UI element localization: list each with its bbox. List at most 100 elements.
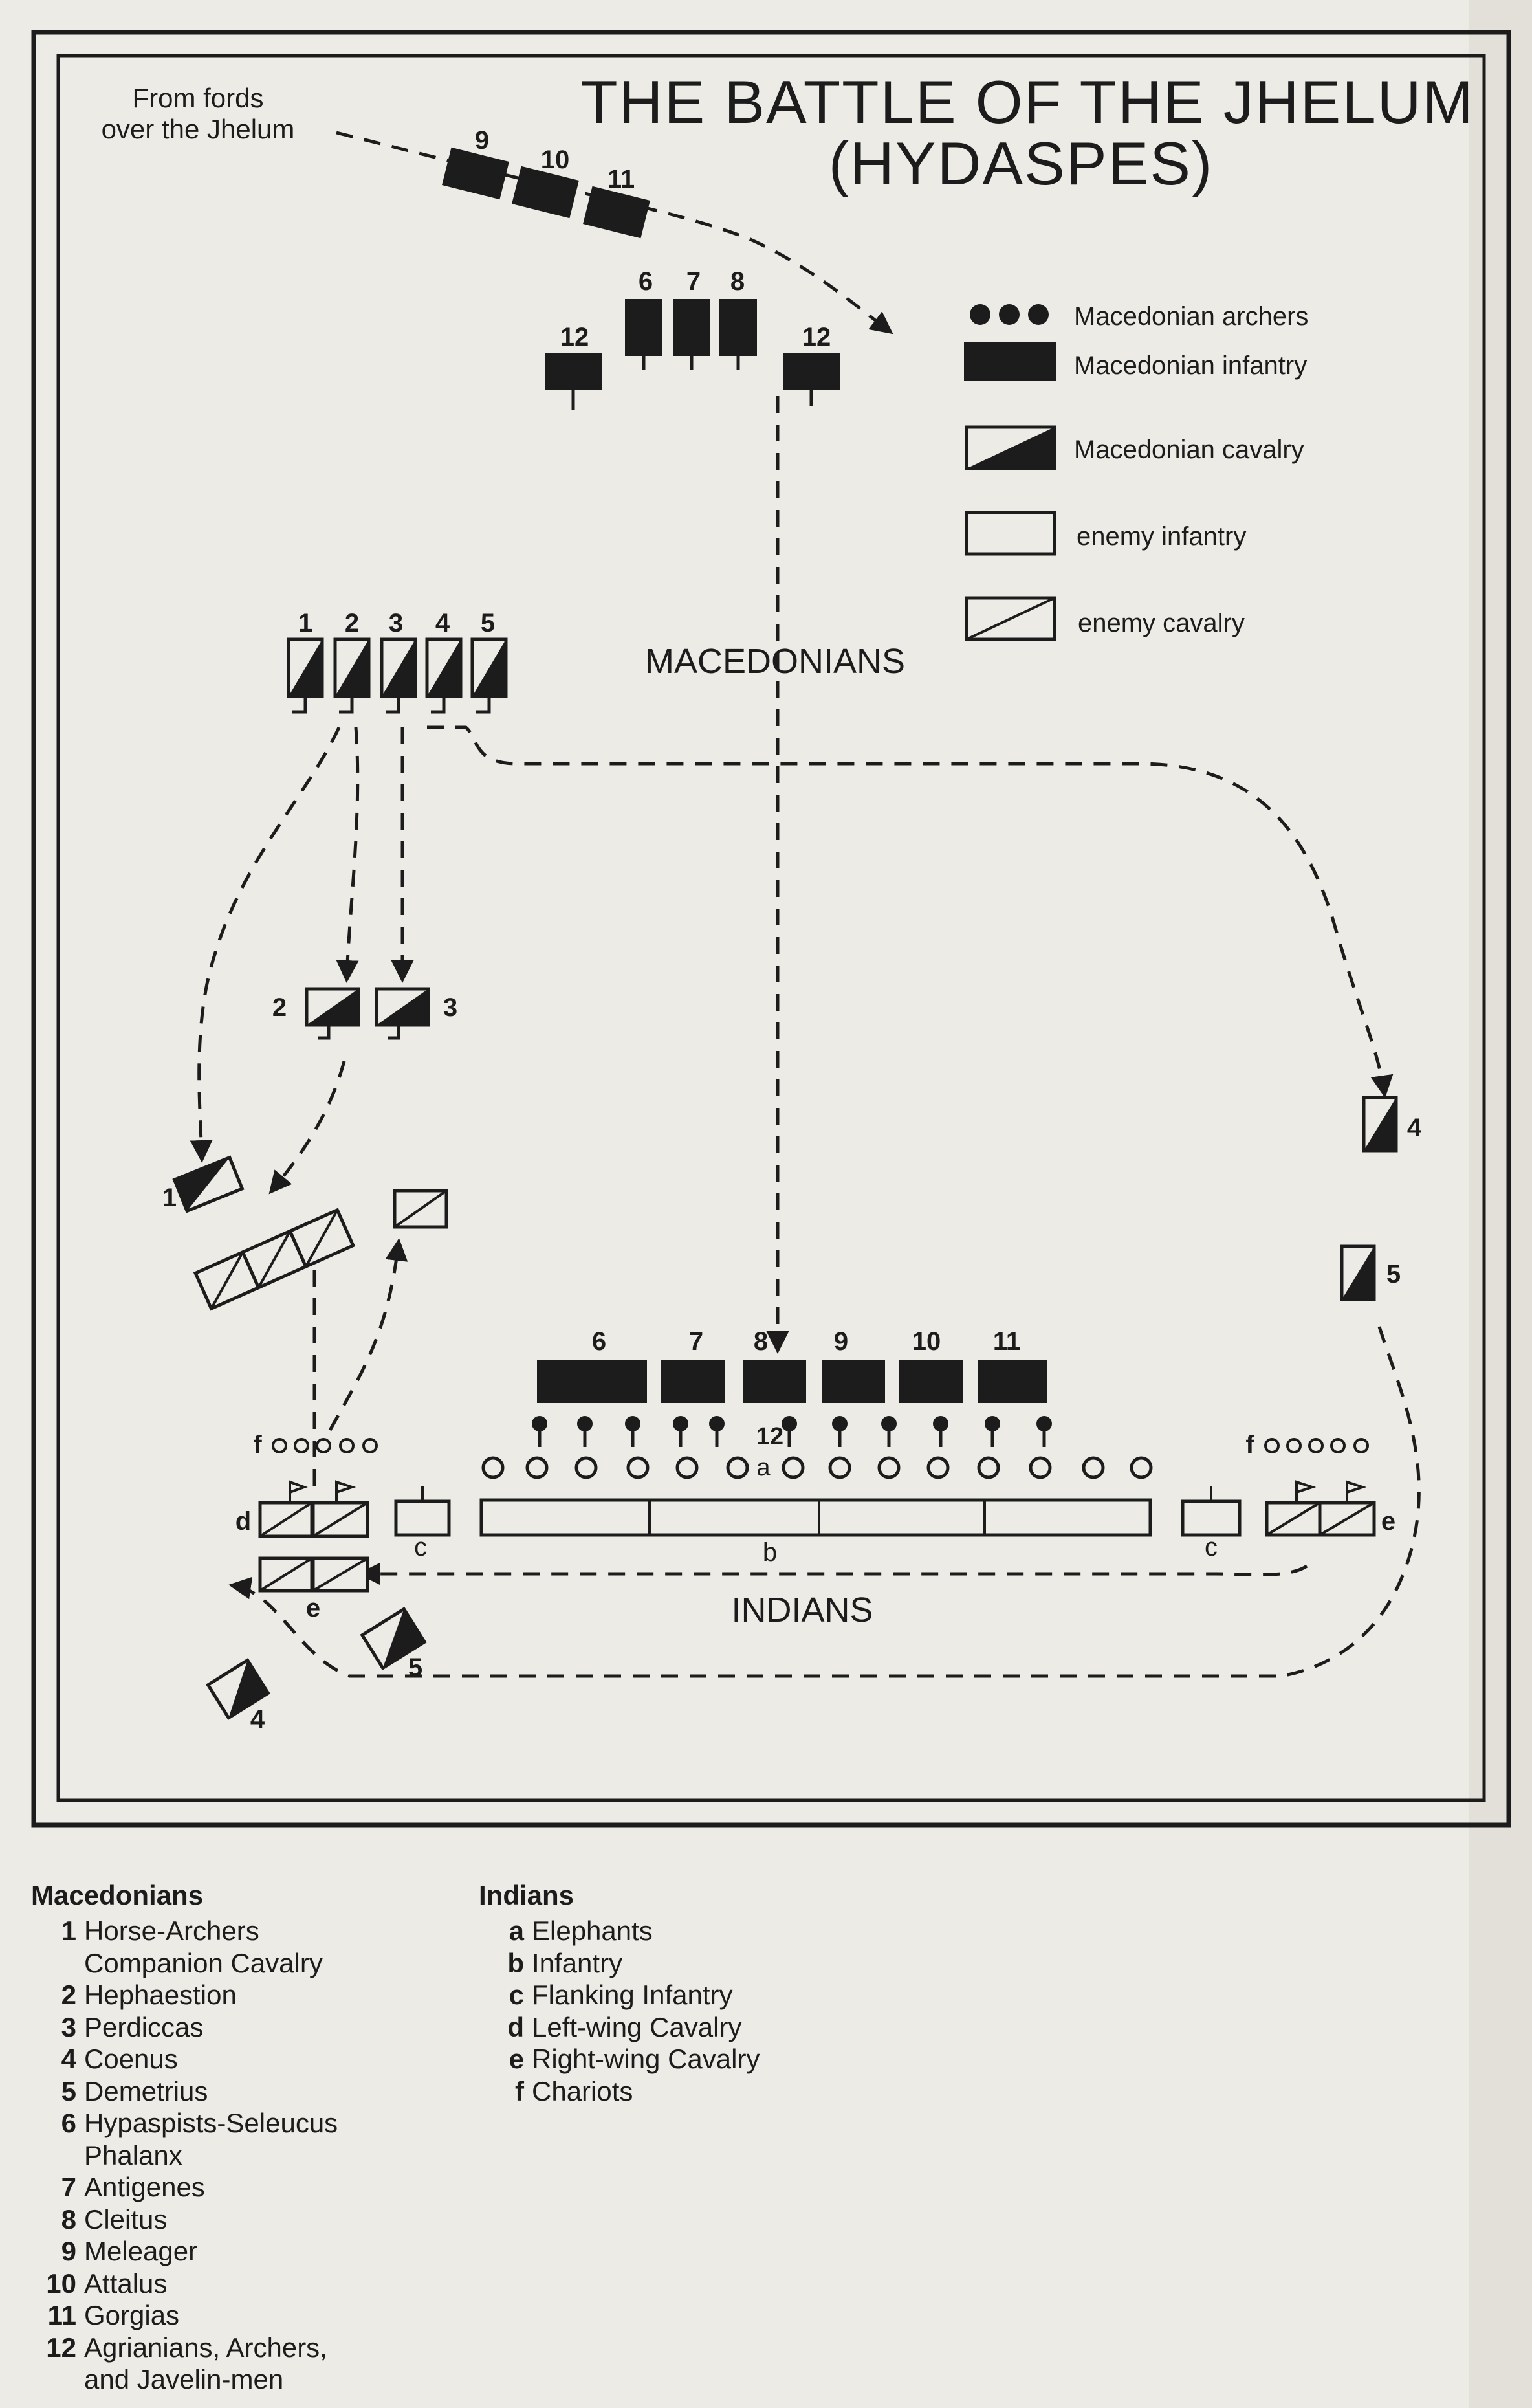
archer-dot xyxy=(1036,1416,1052,1431)
macedonians-key-code: 10 xyxy=(46,2268,76,2299)
legend-cavalry-symbol xyxy=(965,425,1056,470)
macedonians-key-label: Companion Cavalry xyxy=(84,1947,323,1978)
label-a: a xyxy=(756,1454,771,1481)
chariot-marker xyxy=(1330,1438,1346,1453)
right-wing-cavalry-e xyxy=(1265,1480,1376,1537)
macedonians-key-label: Horse-Archers xyxy=(84,1916,259,1946)
chariot-marker xyxy=(1308,1438,1324,1453)
label-4-lower-left: 4 xyxy=(250,1705,265,1734)
label-5-top: 5 xyxy=(481,609,495,637)
macedonians-key-label: Attalus xyxy=(84,2268,168,2299)
label-1-top: 1 xyxy=(298,609,312,637)
macedonians-key-item: Phalanx xyxy=(31,2139,338,2172)
elephant-marker xyxy=(525,1456,549,1479)
label-11-front: 11 xyxy=(993,1327,1020,1356)
macedonian-cavalry-top xyxy=(287,637,508,714)
label-5-right: 5 xyxy=(1386,1260,1401,1288)
label-12-front: 12 xyxy=(756,1423,783,1450)
elephant-marker xyxy=(626,1456,650,1479)
indians-key-label: Elephants xyxy=(532,1916,653,1946)
chariot-marker xyxy=(339,1438,355,1453)
indian-key-heading: Indians xyxy=(479,1880,574,1910)
indians-key-code: b xyxy=(507,1947,524,1978)
indians-label: INDIANS xyxy=(731,1591,873,1629)
label-12-right: 12 xyxy=(802,323,831,351)
map-frame-inner xyxy=(56,54,1486,1802)
elephant-marker xyxy=(877,1456,901,1479)
unit-11-marching xyxy=(583,186,650,239)
map-title-line1: THE BATTLE OF THE JHELUM xyxy=(580,68,1474,136)
indians-key-code: a xyxy=(509,1916,524,1946)
left-cavalry-e xyxy=(258,1556,369,1593)
chariot-marker xyxy=(272,1438,287,1453)
chariot-marker xyxy=(1286,1438,1302,1453)
label-10-top: 10 xyxy=(541,146,570,174)
label-6-top: 6 xyxy=(639,267,653,296)
label-5-lower-left: 5 xyxy=(408,1653,422,1682)
elephant-marker xyxy=(675,1456,699,1479)
route-flank-inner xyxy=(358,1562,1308,1585)
indians-key-code: f xyxy=(515,2075,524,2106)
archer-dot xyxy=(673,1416,688,1431)
macedonians-key-code: 9 xyxy=(61,2236,76,2266)
indians-key-code: d xyxy=(507,2011,524,2042)
legend-archers-label: Macedonian archers xyxy=(1074,302,1308,331)
archer-dot xyxy=(577,1416,593,1431)
label-3-top: 3 xyxy=(389,609,403,637)
macedonians-key-code: 12 xyxy=(46,2332,76,2363)
label-f-left: f xyxy=(253,1431,262,1459)
unit-3-middle xyxy=(375,987,430,1040)
archer-dot xyxy=(985,1416,1000,1431)
enemy-cavalry-small xyxy=(393,1189,448,1229)
label-7-top: 7 xyxy=(686,267,701,296)
macedonians-key-label: Demetrius xyxy=(84,2075,208,2106)
legend-enemy-cavalry-symbol xyxy=(965,596,1056,641)
elephant-marker xyxy=(782,1456,805,1479)
battle-map: THE BATTLE OF THE JHELUM (HYDASPES) From… xyxy=(31,30,1511,1828)
unit-10-marching xyxy=(512,166,579,219)
archer-dot xyxy=(709,1416,725,1431)
macedonians-key-label: Hephaestion xyxy=(84,1980,237,2010)
label-c-left: c xyxy=(414,1533,427,1562)
elephant-marker xyxy=(1082,1456,1105,1479)
label-2-top: 2 xyxy=(345,609,359,637)
label-9-front: 9 xyxy=(834,1327,848,1356)
page-edge xyxy=(1469,0,1532,2408)
indian-infantry-line xyxy=(479,1498,1152,1537)
macedonians-key-label: Cleitus xyxy=(84,2204,168,2235)
macedonian-phalanx-line xyxy=(537,1360,1047,1403)
label-1-left: 1 xyxy=(162,1184,177,1212)
macedonians-key-item: and Javelin-men xyxy=(31,2363,338,2396)
flanking-infantry-right xyxy=(1181,1486,1242,1537)
macedonians-key-label: Coenus xyxy=(84,2044,178,2074)
legend-cavalry-label: Macedonian cavalry xyxy=(1074,436,1304,464)
label-4-top: 4 xyxy=(435,609,450,637)
chariot-marker xyxy=(294,1438,309,1453)
route-1 xyxy=(190,726,341,1163)
macedonians-key-code: 5 xyxy=(61,2075,76,2106)
label-b: b xyxy=(763,1538,777,1567)
unit-1-left xyxy=(172,1155,245,1213)
fords-label-line2: over the Jhelum xyxy=(102,114,295,144)
unit-4-lower-left xyxy=(206,1658,270,1720)
archer-dot xyxy=(532,1416,547,1431)
indians-key-item: a Elephants xyxy=(479,1915,760,1947)
route-d-right xyxy=(328,1238,408,1431)
macedonians-key-item: 5 Demetrius xyxy=(31,2075,338,2108)
label-8-front: 8 xyxy=(754,1327,768,1356)
label-8-top: 8 xyxy=(730,267,745,296)
label-c-right: c xyxy=(1205,1533,1218,1562)
legend-infantry-symbol xyxy=(964,342,1056,381)
